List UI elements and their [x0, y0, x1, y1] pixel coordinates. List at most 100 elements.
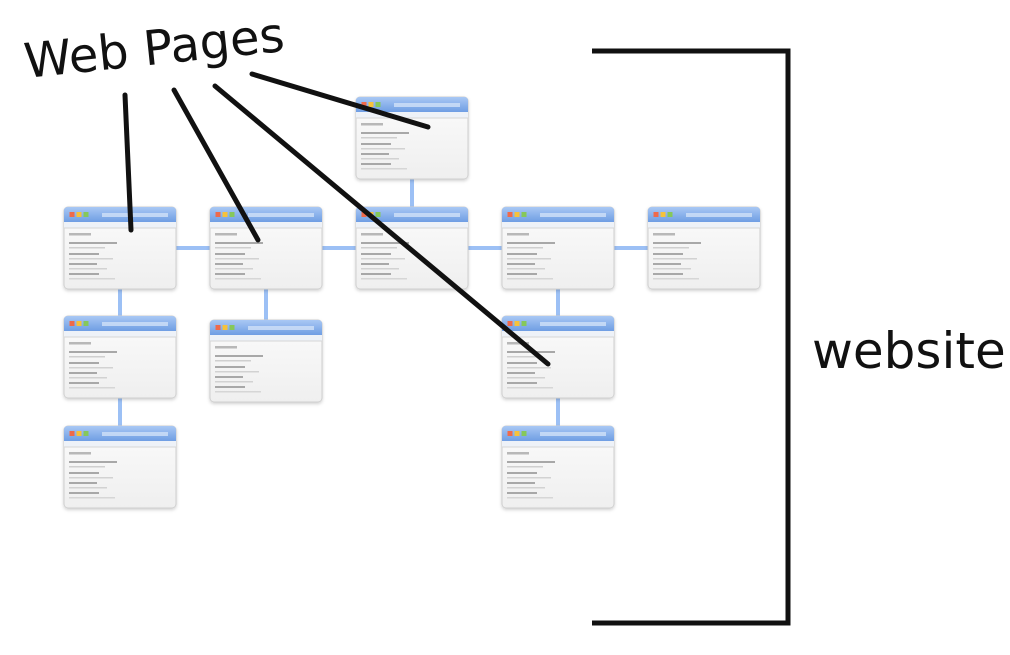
- content-line: [361, 273, 391, 275]
- content-line: [69, 273, 99, 275]
- content-line: [507, 477, 551, 479]
- content-line: [69, 461, 117, 463]
- content-line: [361, 163, 391, 165]
- content-line: [215, 273, 245, 275]
- window-toolbar: [502, 441, 614, 447]
- content-line: [215, 391, 261, 393]
- content-line: [69, 268, 107, 270]
- content-line: [361, 148, 405, 150]
- content-line: [215, 247, 251, 249]
- window-toolbar: [64, 222, 176, 228]
- content-line: [361, 258, 405, 260]
- window-control-icon: [69, 212, 75, 217]
- address-bar: [248, 213, 314, 217]
- window-control-icon: [76, 212, 82, 217]
- content-line: [507, 387, 553, 389]
- window-control-icon: [83, 321, 89, 326]
- content-line: [215, 242, 263, 244]
- pointer-line: [171, 87, 261, 243]
- label-web-pages: Web Pages: [21, 7, 287, 90]
- content-line: [507, 362, 537, 364]
- web-page-window: [501, 425, 615, 509]
- content-line: [653, 247, 689, 249]
- window-toolbar: [64, 441, 176, 447]
- window-control-icon: [507, 431, 513, 436]
- content-line: [69, 372, 97, 374]
- content-line: [69, 377, 107, 379]
- address-bar: [102, 213, 168, 217]
- content-line: [215, 278, 261, 280]
- window-control-icon: [215, 212, 221, 217]
- content-line: [361, 242, 409, 244]
- label-website: website: [812, 322, 1006, 380]
- window-control-icon: [375, 212, 381, 217]
- web-page-window: [355, 96, 469, 180]
- content-line: [361, 268, 399, 270]
- window-control-icon: [507, 212, 513, 217]
- window-control-icon: [514, 212, 520, 217]
- address-bar: [248, 326, 314, 330]
- content-line: [507, 258, 551, 260]
- content-line: [507, 377, 545, 379]
- content-line: [215, 376, 243, 378]
- content-line: [507, 492, 537, 494]
- content-line: [361, 123, 383, 126]
- window-toolbar: [210, 335, 322, 341]
- content-line: [69, 247, 105, 249]
- content-line: [507, 372, 535, 374]
- content-line: [653, 253, 683, 255]
- address-bar: [540, 432, 606, 436]
- content-line: [69, 362, 99, 364]
- content-line: [69, 387, 115, 389]
- content-line: [507, 452, 529, 455]
- content-line: [361, 168, 407, 170]
- content-line: [69, 367, 113, 369]
- content-line: [69, 472, 99, 474]
- content-line: [215, 360, 251, 362]
- window-control-icon: [229, 325, 235, 330]
- pointer-line: [212, 83, 551, 367]
- content-line: [215, 346, 237, 349]
- content-line: [507, 273, 537, 275]
- window-control-icon: [514, 431, 520, 436]
- content-line: [215, 258, 259, 260]
- web-page-window: [63, 425, 177, 509]
- content-line: [507, 497, 553, 499]
- content-line: [69, 263, 97, 265]
- content-line: [69, 342, 91, 345]
- content-line: [507, 466, 543, 468]
- address-bar: [540, 322, 606, 326]
- content-line: [69, 351, 117, 353]
- content-line: [69, 278, 115, 280]
- content-line: [69, 452, 91, 455]
- pointer-line: [122, 92, 134, 233]
- content-line: [507, 342, 529, 345]
- content-line: [507, 472, 537, 474]
- content-line: [361, 153, 389, 155]
- window-control-icon: [69, 431, 75, 436]
- window-control-icon: [361, 212, 367, 217]
- address-bar: [102, 432, 168, 436]
- content-line: [69, 466, 105, 468]
- content-line: [507, 356, 543, 358]
- web-page-window: [63, 206, 177, 290]
- window-control-icon: [83, 431, 89, 436]
- window-toolbar: [502, 331, 614, 337]
- content-line: [215, 381, 253, 383]
- address-bar: [540, 213, 606, 217]
- content-line: [507, 482, 535, 484]
- address-bar: [394, 103, 460, 107]
- content-line: [69, 492, 99, 494]
- content-line: [507, 263, 535, 265]
- content-line: [215, 263, 243, 265]
- content-line: [507, 461, 555, 463]
- content-line: [361, 132, 409, 134]
- content-line: [507, 382, 537, 384]
- window-control-icon: [222, 212, 228, 217]
- content-line: [361, 158, 399, 160]
- content-line: [69, 242, 117, 244]
- content-line: [69, 258, 113, 260]
- content-line: [653, 263, 681, 265]
- content-line: [361, 143, 391, 145]
